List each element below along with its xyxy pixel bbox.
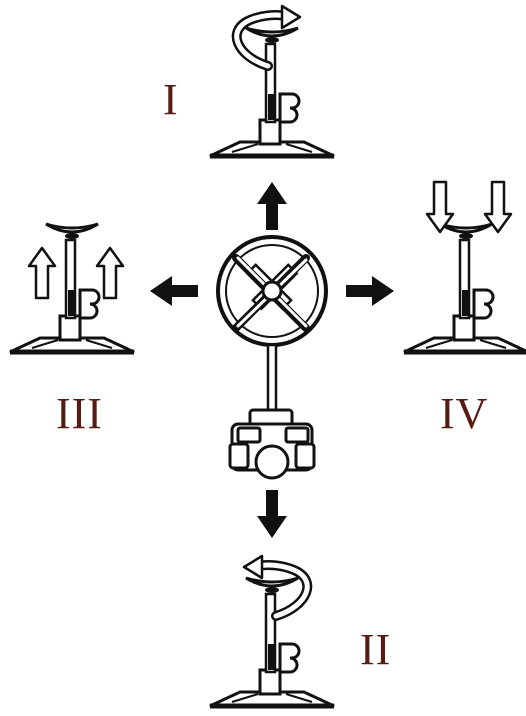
controller-body-icon [228,408,316,480]
label-position-iii: III [56,389,103,438]
joystick-wheel-icon [216,235,328,347]
label-position-iv: IV [440,389,489,438]
arrow-left-icon [150,276,198,306]
stand-raise-icon [10,224,134,352]
arrow-right-icon [346,276,394,306]
stand-rotate-counterclockwise-icon [210,554,334,706]
arrow-down-icon [257,490,287,538]
arrow-up-icon [257,182,287,230]
joystick-shaft [266,343,278,415]
stand-rotate-clockwise-icon [210,4,334,156]
label-position-i: I [163,75,179,124]
label-position-ii: II [360,625,392,674]
stand-lower-icon [404,180,526,352]
